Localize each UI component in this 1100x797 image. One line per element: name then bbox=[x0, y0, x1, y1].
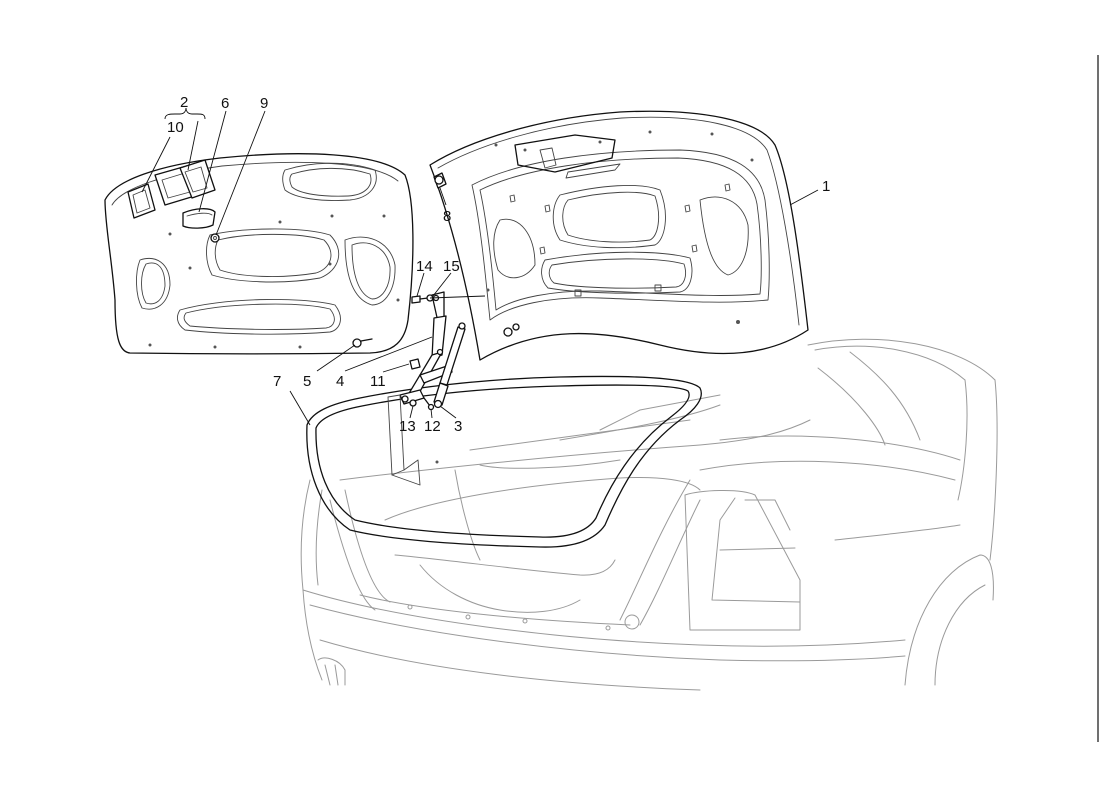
callout-9: 9 bbox=[260, 95, 268, 112]
part-12-bolt bbox=[423, 397, 435, 411]
callout-2: 2 bbox=[180, 94, 188, 111]
callout-6: 6 bbox=[221, 95, 229, 112]
trunk-lid-trim-panel bbox=[104, 153, 414, 355]
part-8-bump-stop bbox=[433, 172, 447, 189]
part-11-nut bbox=[409, 358, 421, 370]
callout-1: 1 bbox=[822, 178, 830, 195]
part-14-bolt bbox=[411, 295, 429, 304]
callout-11: 11 bbox=[370, 373, 386, 390]
part-10-handle-housing bbox=[127, 159, 216, 219]
callout-10: 10 bbox=[167, 119, 184, 136]
callout-14: 14 bbox=[416, 258, 433, 275]
part-3-gas-strut bbox=[433, 322, 466, 409]
car-body bbox=[300, 338, 998, 691]
callout-7: 7 bbox=[273, 373, 281, 390]
part-6-handle bbox=[182, 208, 216, 229]
leader-lines bbox=[141, 107, 819, 426]
part-1-trunk-lid bbox=[429, 110, 809, 361]
hinge-mount-bracket bbox=[387, 394, 439, 486]
callout-15: 15 bbox=[443, 258, 460, 275]
callout-13: 13 bbox=[399, 418, 416, 435]
callout-3: 3 bbox=[454, 418, 462, 435]
callout-4: 4 bbox=[336, 373, 344, 390]
part-13-pin bbox=[409, 399, 417, 407]
callout-12: 12 bbox=[424, 418, 441, 435]
callout-8: 8 bbox=[443, 208, 451, 225]
callout-5: 5 bbox=[303, 373, 311, 390]
part-9-clip bbox=[210, 233, 220, 243]
callout-labels: 1 2 3 4 5 6 7 8 9 10 11 12 13 14 15 bbox=[167, 94, 830, 435]
